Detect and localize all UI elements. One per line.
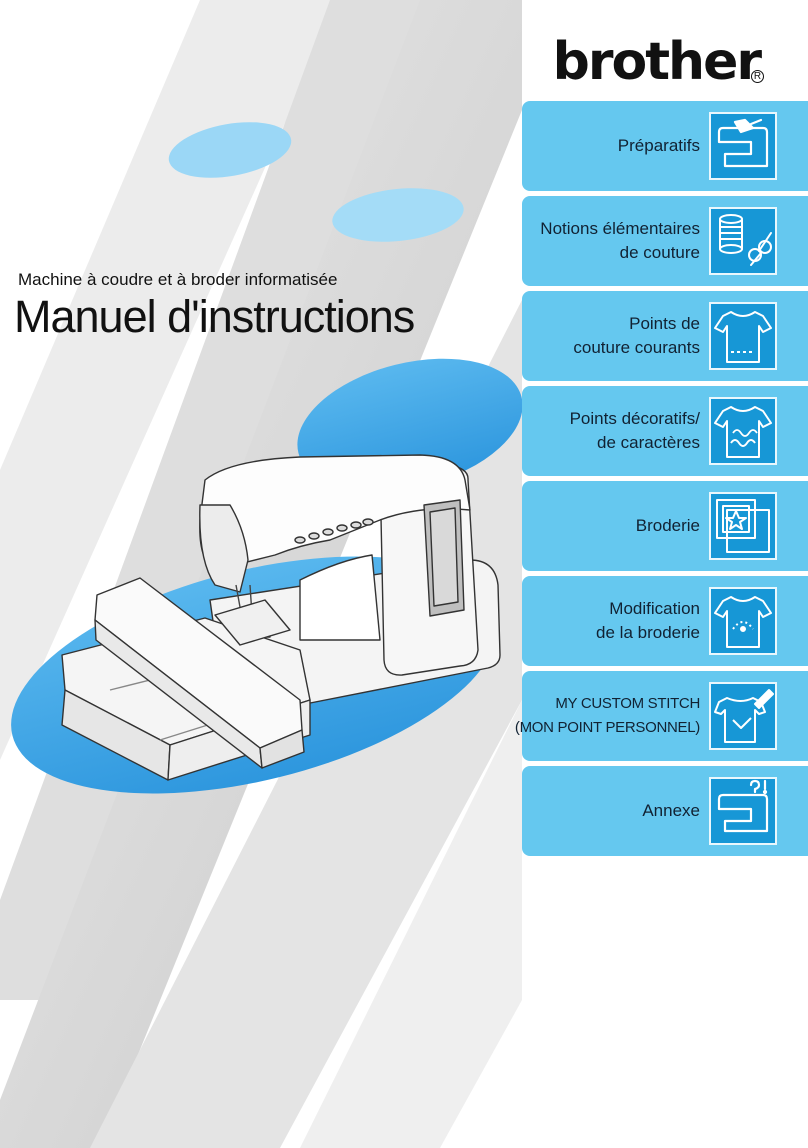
tab-label-line1: Points décoratifs/ — [569, 409, 700, 428]
sewing-machine-illustration — [61, 454, 501, 781]
tab-label-line2: (MON POINT PERSONNEL) — [514, 719, 700, 736]
tab-my-custom-stitch[interactable]: MY CUSTOM STITCH (MON POINT PERSONNEL) — [515, 671, 808, 761]
tab-label-line1: Notions élémentaires — [540, 219, 700, 238]
tab-label-line1: Préparatifs — [617, 136, 700, 155]
tshirt-pen-icon — [709, 682, 777, 750]
cover-title: Manuel d'instructions — [14, 291, 415, 342]
tab-notions-elementaires[interactable]: Notions élémentaires de couture — [522, 196, 808, 286]
sewing-machine-question-icon — [709, 777, 777, 845]
tab-label: Points de couture courants — [573, 291, 700, 381]
tab-label: Préparatifs — [618, 101, 700, 191]
tab-points-couture-courants[interactable]: Points de couture courants — [522, 291, 808, 381]
tab-preparatifs[interactable]: Préparatifs — [522, 101, 808, 191]
tab-points-decoratifs[interactable]: Points décoratifs/de caractères — [522, 386, 808, 476]
tshirt-abc-icon — [709, 397, 777, 465]
tab-label-line1: Modification — [609, 599, 700, 618]
sewing-machine-hand-icon — [709, 112, 777, 180]
tab-label-line2: couture courants — [573, 338, 700, 357]
tab-label-line2: de caractères — [597, 433, 700, 452]
tshirt-edit-icon — [709, 587, 777, 655]
tab-label: Broderie — [636, 481, 700, 571]
thread-scissors-icon — [709, 207, 777, 275]
cover-subtitle: Machine à coudre et à broder informatisé… — [18, 270, 338, 289]
tab-label-line2: de la broderie — [596, 623, 700, 642]
tab-label-line1: MY CUSTOM STITCH — [555, 695, 700, 712]
brand-logo: brother — [552, 32, 762, 92]
tab-label: Modification de la broderie — [596, 576, 700, 666]
embroidery-frame-icon — [709, 492, 777, 560]
tab-label-line1: Points de — [629, 314, 700, 333]
registered-trademark-icon: R — [751, 70, 764, 83]
tab-label: Notions élémentaires de couture — [540, 196, 700, 286]
tab-modification-broderie[interactable]: Modification de la broderie — [522, 576, 808, 666]
tab-label: Points décoratifs/de caractères — [570, 386, 700, 476]
tab-label: MY CUSTOM STITCH (MON POINT PERSONNEL) — [515, 671, 700, 761]
tab-annexe[interactable]: Annexe — [522, 766, 808, 856]
tab-label-line1: Annexe — [642, 801, 700, 820]
tshirt-stitch-icon — [709, 302, 777, 370]
tab-label: Annexe — [642, 766, 700, 856]
section-tabs: Préparatifs Notions élémentaires de coutu… — [515, 0, 808, 1148]
tab-label-line2: de couture — [619, 243, 700, 262]
tab-broderie[interactable]: Broderie — [522, 481, 808, 571]
tab-label-line1: Broderie — [635, 516, 700, 535]
